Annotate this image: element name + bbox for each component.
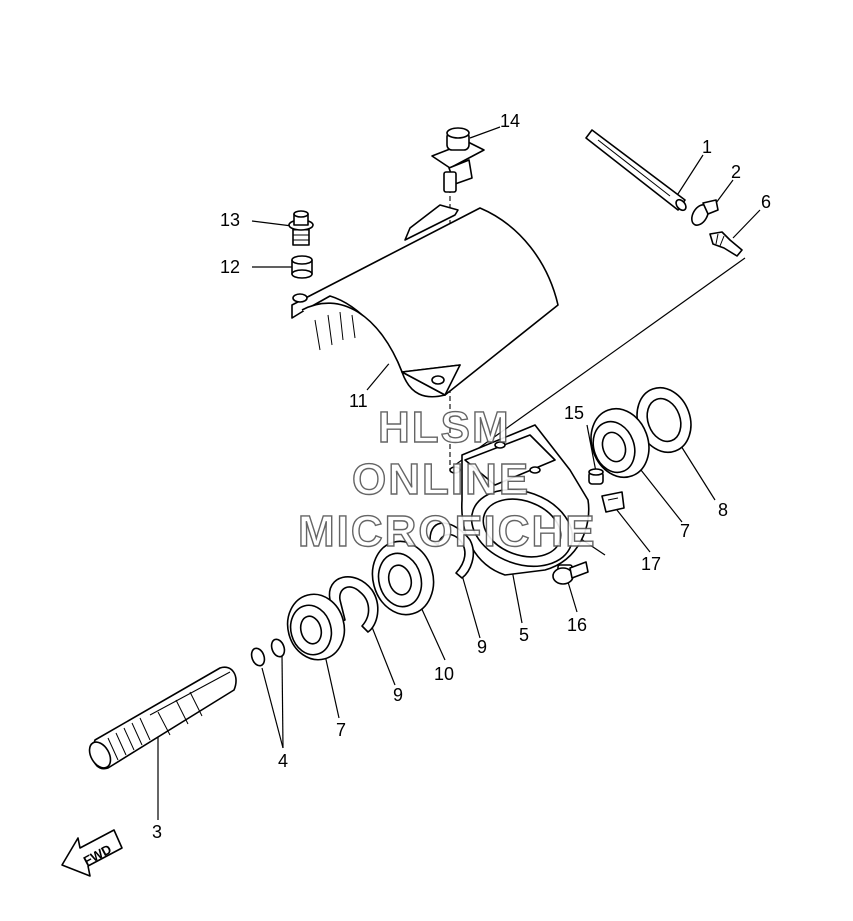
callout-3: 3 — [152, 822, 162, 842]
callout-5: 5 — [519, 625, 529, 645]
callout-1: 1 — [702, 137, 712, 157]
fwd-arrow: FWD — [61, 829, 123, 877]
part-13-bolt — [288, 210, 314, 246]
callout-13: 13 — [220, 210, 240, 230]
part-1-rod — [585, 129, 687, 212]
part-16-bolt — [552, 561, 589, 585]
part-7-bearing-upper — [590, 407, 650, 479]
part-15-pin — [588, 468, 604, 485]
callout-4: 4 — [278, 751, 288, 771]
callout-7-lower: 7 — [336, 720, 346, 740]
part-8-bearing — [636, 386, 692, 454]
part-3-shaft — [88, 666, 237, 770]
part-14-clamp — [431, 127, 485, 193]
watermark-line-3: MICROFICHE — [298, 507, 597, 556]
part-7-bearing-lower — [286, 593, 346, 661]
callout-labels: 1 2 3 4 5 6 7 7 8 9 9 10 11 12 13 14 15 … — [152, 111, 771, 842]
part-6-fitting — [709, 231, 743, 257]
callout-10: 10 — [434, 664, 454, 684]
part-17-clip — [601, 491, 625, 513]
part-10-bearing — [371, 540, 435, 616]
part-12-collar — [291, 255, 313, 279]
callout-12: 12 — [220, 257, 240, 277]
watermark-line-2: ONLINE — [352, 455, 530, 504]
part-9-snap-ring-upper — [429, 522, 475, 579]
part-5-housing — [449, 424, 590, 576]
callout-8: 8 — [718, 500, 728, 520]
callout-9-upper: 9 — [477, 637, 487, 657]
callout-16: 16 — [567, 615, 587, 635]
part-11-cover — [291, 204, 559, 398]
callout-17: 17 — [641, 554, 661, 574]
callout-9-lower: 9 — [393, 685, 403, 705]
watermark: HLSM ONLINE MICROFICHE — [297, 402, 597, 556]
callout-14: 14 — [500, 111, 520, 131]
callout-7-upper: 7 — [680, 521, 690, 541]
callout-6: 6 — [761, 192, 771, 212]
watermark-line-1: HLSM — [378, 403, 511, 452]
callout-2: 2 — [731, 162, 741, 182]
callout-11: 11 — [349, 391, 368, 411]
leader-lines — [157, 126, 761, 820]
callout-15: 15 — [564, 403, 584, 423]
part-2-clip — [691, 199, 719, 226]
part-4-o-rings — [250, 638, 286, 667]
